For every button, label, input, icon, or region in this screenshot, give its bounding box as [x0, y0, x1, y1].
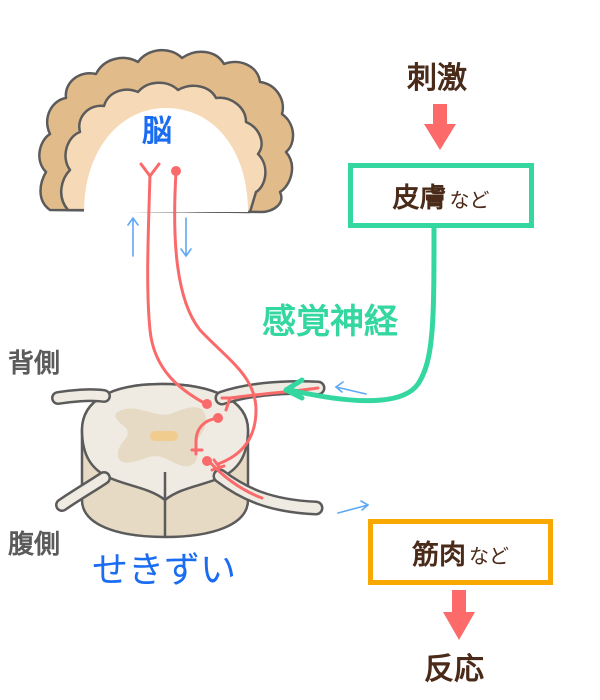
muscle-box-suffix: など [469, 544, 509, 568]
brain-neuron-soma [171, 166, 181, 176]
sensory-nerve-label: 感覚神経 [262, 302, 398, 342]
sensory-nerve-path [287, 225, 437, 404]
down-arrow-icon [180, 217, 192, 258]
up-arrow-icon [127, 216, 139, 257]
ventral-label: 腹側 [8, 530, 61, 560]
response-arrow-icon [443, 590, 475, 640]
ascending-neuron-dendrite [139, 162, 161, 179]
descending-neuron-terminal [210, 458, 226, 472]
stimulus-label: 刺激 [407, 61, 467, 96]
neurons [139, 162, 320, 500]
brain [38, 49, 295, 214]
spinal-cord-label: せきずい [92, 550, 237, 591]
central-canal [150, 431, 178, 441]
stimulus-arrow-icon [424, 104, 456, 150]
response-label: 反応 [424, 652, 484, 687]
skin-box-main: 皮膚 [392, 183, 447, 214]
right-arrow-icon [337, 500, 370, 514]
left-arrow-icon [334, 381, 367, 395]
spinal-cord [51, 380, 326, 539]
neuron-somas [171, 166, 223, 466]
descending-neuron [173, 170, 258, 466]
dorsal-label: 背側 [8, 349, 61, 379]
sensory-nerve-arrowhead [283, 377, 305, 401]
motor-soma [202, 456, 212, 466]
skin-box: 皮膚 など [348, 163, 534, 228]
sensory-nerve [283, 225, 437, 404]
dorsal-root-left-fill [53, 390, 109, 403]
muscle-box: 筋肉 など [368, 519, 553, 585]
dorsal-root-right-fill [217, 382, 323, 403]
motor-neuron [206, 458, 264, 500]
skin-box-suffix: など [449, 187, 490, 212]
interneuron-soma [213, 413, 223, 423]
muscle-box-main: 筋肉 [412, 539, 466, 571]
ascending-soma [202, 399, 212, 409]
brain-label: 脳 [142, 114, 172, 149]
ascending-neuron [146, 173, 208, 406]
ventral-root-left-fill [57, 473, 109, 510]
brain-cavity [84, 108, 248, 212]
signal-arrows [127, 216, 370, 514]
